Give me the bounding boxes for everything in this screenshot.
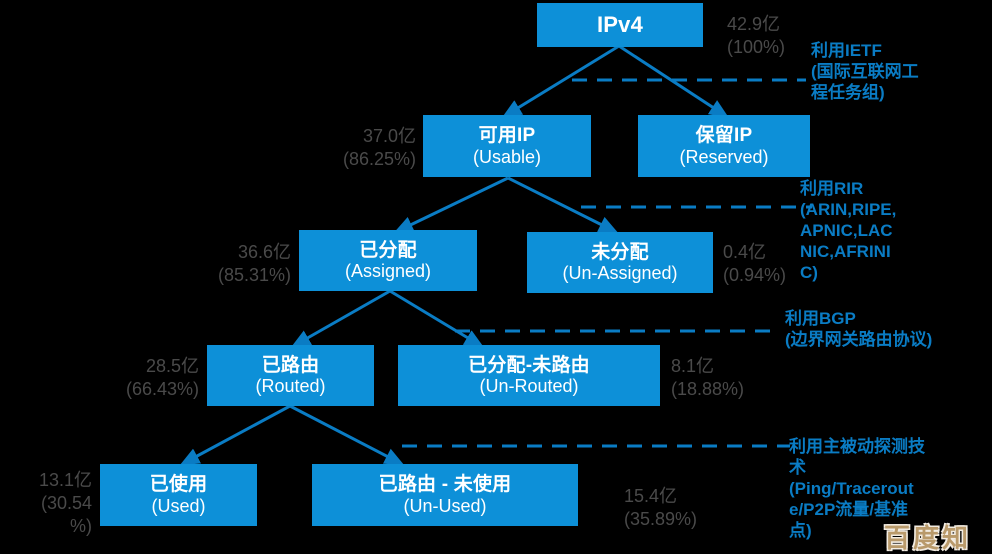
node-assigned[interactable]: 已分配 (Assigned) bbox=[299, 230, 477, 291]
stat-usable: 37.0亿 (86.25%) bbox=[342, 126, 416, 170]
edge-routed-used bbox=[179, 404, 291, 466]
node-used-label-cn: 已使用 bbox=[149, 474, 208, 496]
stat-assigned: 36.6亿 (85.31%) bbox=[217, 242, 291, 286]
edge-usable-assigned bbox=[393, 176, 509, 234]
node-used-label-en: (Used) bbox=[151, 495, 206, 516]
stat-unassigned: 0.4亿 (0.94%) bbox=[723, 242, 787, 286]
node-routed-label-cn: 已路由 bbox=[261, 354, 320, 376]
node-routed-label-en: (Routed) bbox=[255, 376, 326, 397]
node-unrouted[interactable]: 已分配-未路由 (Un-Routed) bbox=[398, 345, 660, 406]
node-ipv4[interactable]: IPv4 bbox=[537, 3, 703, 47]
edge-usable-unassigned bbox=[507, 176, 619, 234]
node-used[interactable]: 已使用 (Used) bbox=[100, 464, 257, 526]
node-unused[interactable]: 已路由 - 未使用 (Un-Used) bbox=[312, 464, 578, 526]
node-ipv4-label-cn: IPv4 bbox=[596, 11, 644, 37]
annotation-rir: 利用RIR (ARIN,RIPE, APNIC,LAC NIC,AFRINI C… bbox=[800, 179, 897, 283]
node-unrouted-label-cn: 已分配-未路由 bbox=[468, 354, 590, 376]
stat-used: 13.1亿 (30.54 %) bbox=[38, 470, 92, 537]
node-assigned-label-en: (Assigned) bbox=[344, 261, 432, 282]
node-unassigned-label-cn: 未分配 bbox=[591, 241, 649, 263]
edge-root-usable bbox=[501, 44, 620, 118]
node-unused-label-en: (Un-Used) bbox=[403, 495, 487, 516]
annotation-probe: 利用主被动探测技 术 (Ping/Tracerout e/P2P流量/基准 点) bbox=[789, 437, 925, 541]
stat-unrouted: 8.1亿 (18.88%) bbox=[671, 356, 745, 400]
node-reserved[interactable]: 保留IP (Reserved) bbox=[638, 115, 810, 177]
node-unassigned-label-en: (Un-Assigned) bbox=[562, 263, 678, 284]
edge-root-reserved bbox=[618, 44, 730, 118]
node-usable-label-cn: 可用IP bbox=[478, 125, 536, 147]
node-usable-label-en: (Usable) bbox=[472, 146, 542, 167]
node-unused-label-cn: 已路由 - 未使用 bbox=[378, 474, 512, 496]
edge-assigned-routed bbox=[290, 289, 391, 348]
watermark-baidu-zhidao: 百度知道 bbox=[884, 523, 972, 553]
node-reserved-label-cn: 保留IP bbox=[695, 125, 753, 147]
edge-assigned-unrouted bbox=[389, 289, 485, 348]
node-reserved-label-en: (Reserved) bbox=[679, 146, 769, 167]
node-assigned-label-cn: 已分配 bbox=[359, 239, 417, 261]
node-unrouted-label-en: (Un-Routed) bbox=[479, 376, 579, 397]
stat-routed: 28.5亿 (66.43%) bbox=[125, 356, 199, 400]
annotation-ietf: 利用IETF (国际互联网工 程任务组) bbox=[811, 41, 919, 103]
node-routed[interactable]: 已路由 (Routed) bbox=[207, 345, 374, 406]
edge-routed-unused bbox=[289, 404, 405, 466]
stat-ipv4: 42.9亿 (100%) bbox=[727, 14, 786, 58]
annotation-bgp: 利用BGP (边界网关路由协议) bbox=[785, 309, 933, 350]
stat-unused: 15.4亿 (35.89%) bbox=[624, 486, 698, 530]
node-unassigned[interactable]: 未分配 (Un-Assigned) bbox=[527, 232, 713, 293]
node-usable[interactable]: 可用IP (Usable) bbox=[423, 115, 591, 177]
